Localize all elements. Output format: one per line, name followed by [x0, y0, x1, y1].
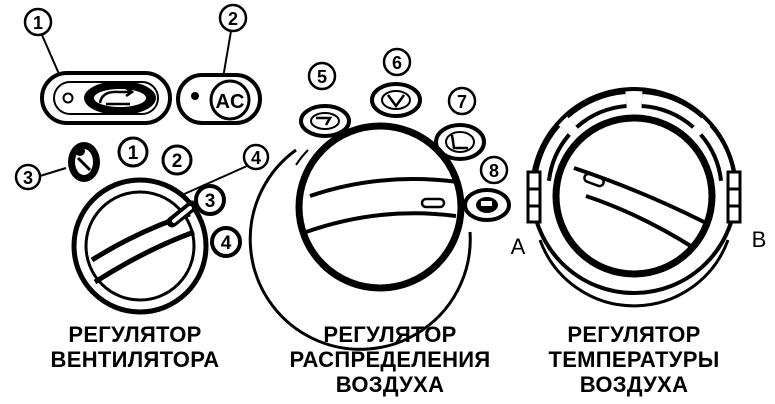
caption-line: РАСПРЕДЕЛЕНИЯ	[289, 347, 491, 372]
svg-text:7: 7	[457, 92, 467, 112]
bi-level-icon	[370, 82, 422, 118]
callout-8: 8	[479, 155, 509, 185]
svg-text:5: 5	[317, 67, 327, 87]
defrost-icon	[463, 188, 511, 222]
temperature-control: B	[526, 87, 767, 308]
temperature-scale	[526, 90, 742, 308]
caption-line: ТЕМПЕРАТУРЫ	[548, 347, 720, 372]
caption-line: ВЕНТИЛЯТОРА	[50, 347, 220, 372]
fan-speed-1-mark: 1	[117, 136, 149, 168]
caption-line: РЕГУЛЯТОР	[567, 322, 701, 347]
distribution-outer-arc	[248, 148, 472, 351]
fan-control-caption: РЕГУЛЯТОР ВЕНТИЛЯТОРА	[20, 322, 250, 372]
svg-text:4: 4	[251, 148, 261, 168]
recirculation-icon	[84, 81, 156, 115]
callout-7: 7	[447, 86, 477, 116]
face-vent-icon	[299, 104, 351, 138]
floor-vent-icon	[434, 123, 486, 161]
callout-5: 5	[307, 61, 337, 91]
distribution-pointer	[420, 197, 446, 209]
caption-line: РЕГУЛЯТОР	[323, 322, 457, 347]
svg-text:3: 3	[23, 168, 33, 188]
fan-speed-4-mark: 4	[210, 226, 242, 258]
fan-speed-3-mark: 3	[194, 184, 226, 216]
svg-text:2: 2	[228, 9, 238, 29]
caption-line: ВОЗДУХА	[335, 372, 445, 397]
svg-text:8: 8	[489, 161, 499, 181]
fan-speed-2-mark: 2	[161, 144, 193, 176]
distribution-knob[interactable]	[295, 122, 465, 292]
svg-text:2: 2	[172, 151, 183, 172]
label-a: A	[511, 234, 526, 259]
temperature-pointer	[583, 172, 605, 188]
temperature-control-caption: РЕГУЛЯТОР ТЕМПЕРАТУРЫ ВОЗДУХА	[528, 322, 740, 397]
svg-text:3: 3	[205, 191, 216, 212]
air-distribution-control: 5 6 7 8	[248, 47, 526, 351]
svg-text:4: 4	[221, 233, 232, 254]
fan-knob[interactable]	[71, 177, 209, 315]
recirculation-button[interactable]	[40, 71, 172, 125]
caption-line: ВОЗДУХА	[579, 372, 689, 397]
indicator-led	[191, 92, 199, 100]
temperature-knob[interactable]	[552, 114, 716, 278]
fan-control: 3 1 2 3 4 4	[14, 136, 270, 315]
fan-icon	[68, 142, 100, 182]
indicator-led	[62, 92, 74, 104]
callout-2: 2	[218, 3, 248, 79]
caption-line: РЕГУЛЯТОР	[68, 322, 202, 347]
svg-text:1: 1	[128, 143, 139, 164]
air-distribution-caption: РЕГУЛЯТОР РАСПРЕДЕЛЕНИЯ ВОЗДУХА	[280, 322, 500, 397]
svg-text:1: 1	[33, 13, 43, 33]
ac-button[interactable]: AC	[176, 73, 262, 125]
svg-text:6: 6	[392, 53, 402, 73]
label-b: B	[752, 227, 767, 252]
callout-6: 6	[382, 47, 412, 77]
ac-label: AC	[216, 91, 245, 113]
